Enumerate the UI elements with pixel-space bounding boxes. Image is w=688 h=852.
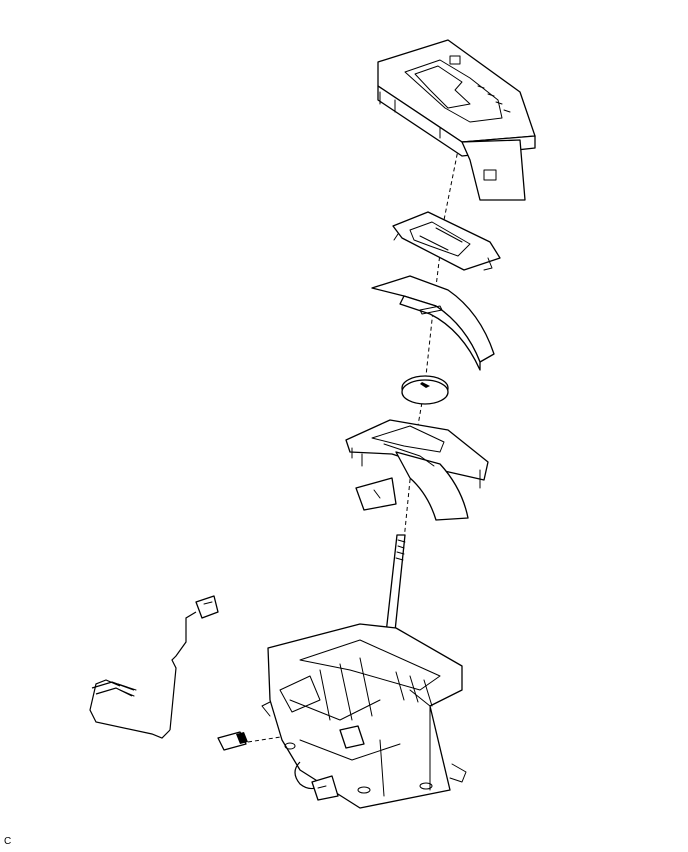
- position-indicator-housing: [377, 39, 536, 201]
- shift-lock-connector: [217, 731, 339, 801]
- shift-lock-wire-harness: [89, 595, 219, 739]
- shift-lever-base-assembly: [261, 623, 467, 809]
- figure-code-label: C: [4, 836, 12, 847]
- slide-plate: [371, 275, 495, 371]
- shift-lever-guide: [345, 419, 489, 521]
- shift-lever-washer: [401, 375, 449, 405]
- upper-cover-plate: [392, 211, 501, 271]
